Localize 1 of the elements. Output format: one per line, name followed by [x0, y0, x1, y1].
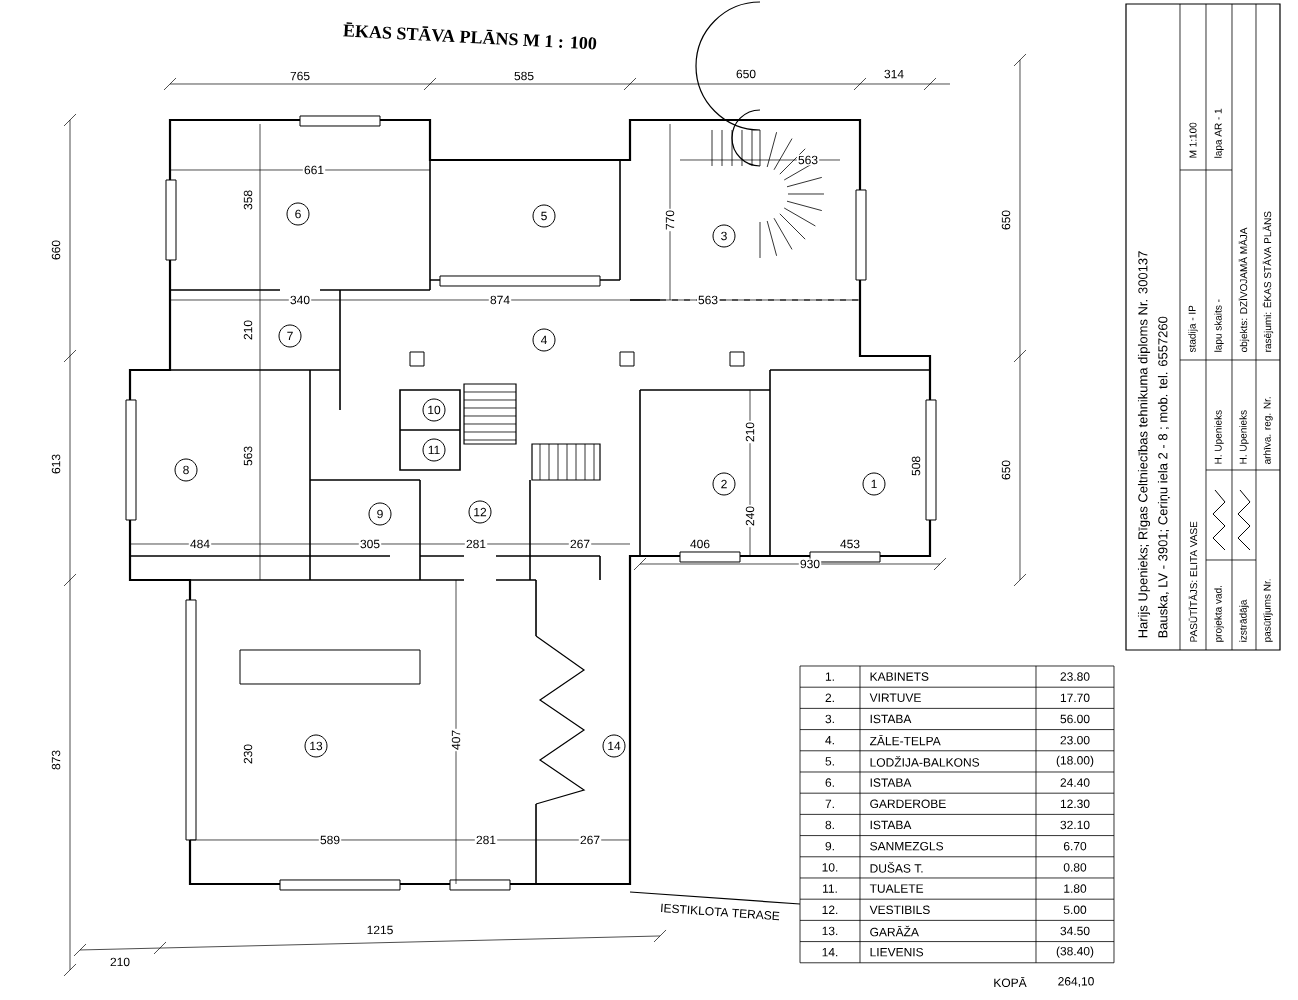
drawing-title: ĒKAS STĀVA PLĀNS M 1 : 100 [343, 22, 597, 50]
